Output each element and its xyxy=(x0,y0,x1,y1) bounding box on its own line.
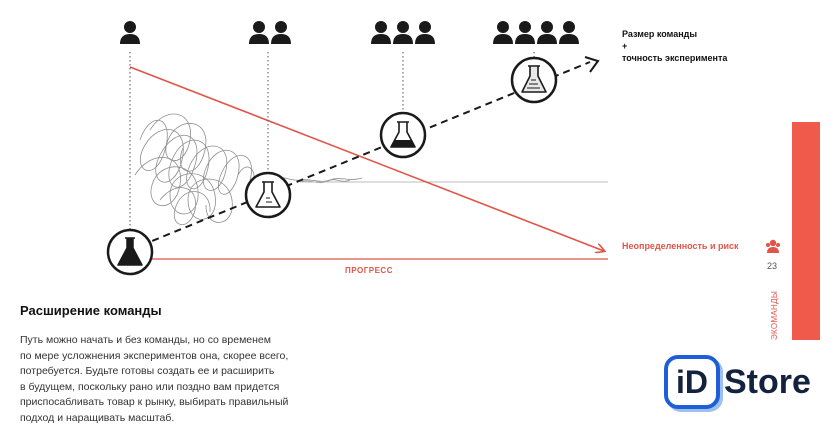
team-size-1-icon xyxy=(120,21,140,44)
flask-icon-half xyxy=(379,111,427,159)
body-line: подход и наращивать масштаб. xyxy=(20,411,175,424)
flask-icon-solid xyxy=(106,228,154,276)
label-plus: + xyxy=(622,41,628,51)
team-size-3-icon xyxy=(371,21,435,44)
body-line: по мере усложнения экспериментов она, ск… xyxy=(20,349,289,362)
side-accent-bar xyxy=(792,122,820,340)
body-line: Путь можно начать и без команды, но со в… xyxy=(20,334,271,346)
label-team-size: Размер команды xyxy=(622,29,698,39)
idstore-logo: iD Store xyxy=(664,352,811,412)
section-heading: Расширение команды xyxy=(20,303,162,318)
flask-icon-detailed xyxy=(510,56,558,104)
team-icon xyxy=(766,239,780,253)
label-accuracy: точность эксперимента xyxy=(622,53,728,63)
flask-icon-outline xyxy=(244,171,292,219)
section-side-label: ЭКОМАНДЫ xyxy=(770,290,779,340)
progress-label: ПРОГРЕСС xyxy=(345,266,393,275)
body-line: потребуется. Будьте готовы создать ее и … xyxy=(20,365,275,378)
page-number: 23 xyxy=(767,261,778,271)
logo-mark: iD xyxy=(664,355,720,409)
risk-label: Неопределенность и риск xyxy=(622,241,739,251)
risk-arrow xyxy=(129,66,604,251)
section-body: Путь можно начать и без команды, но со в… xyxy=(20,333,340,427)
accuracy-arrow xyxy=(129,61,591,251)
body-line: в будущем, поскольку рано или поздно вам… xyxy=(20,380,280,393)
dotted-verticals xyxy=(129,52,535,230)
accuracy-arrowhead xyxy=(584,56,600,73)
logo-word: Store xyxy=(724,362,811,401)
team-size-2-icon xyxy=(249,21,291,44)
team-size-accuracy-label: Размер команды + точность эксперимента xyxy=(622,28,752,64)
exploration-scribble xyxy=(134,113,363,226)
team-size-4-icon xyxy=(493,21,579,44)
body-line: приспосабливать товар к рынку, выбирать … xyxy=(20,396,289,409)
logo-mark-text: iD xyxy=(676,363,708,400)
